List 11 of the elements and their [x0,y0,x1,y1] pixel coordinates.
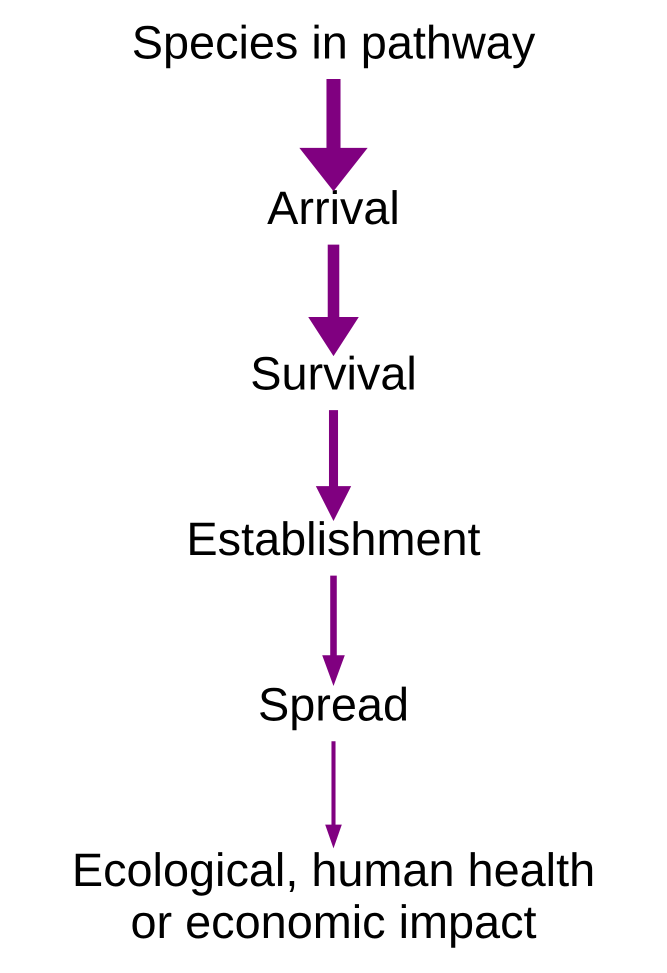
arrow [325,741,342,848]
node-text: Survival [250,348,417,400]
arrow [316,410,352,521]
node-text: Species in pathway [132,16,536,69]
arrow [308,244,359,356]
arrow [322,576,345,686]
node-text: Establishment [186,513,481,566]
node-text: Arrival [267,182,400,234]
node-text: Spread [258,678,410,731]
arrow [299,79,368,192]
node-text: Ecological, human health or economic impact [72,844,596,948]
